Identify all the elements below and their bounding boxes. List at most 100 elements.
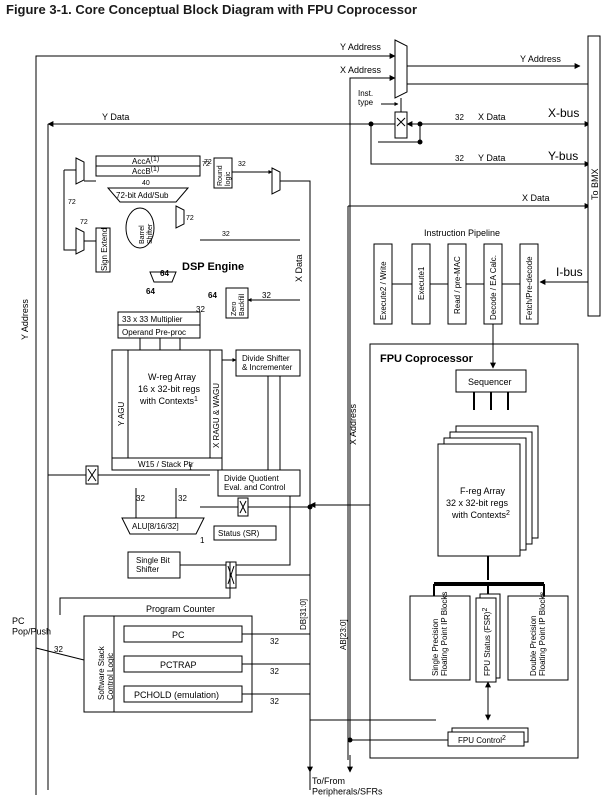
w32-pchold: 32 [270,697,279,706]
w72-left: 72 [68,199,76,206]
bmx-bar [587,35,601,317]
shifter-feedback [180,496,291,566]
alu-label: ALU[8/16/32] [132,522,179,531]
pc-reg-label: PC [172,630,185,640]
x-address-bus-vertical [349,75,396,740]
single-precision-block [409,595,471,681]
xdata-loop [378,124,421,143]
pipeline-stages: Execute2 / Write Execute1 Read / pre-MAC… [373,243,539,325]
dsp-output-mux [271,167,281,195]
w32-round: 32 [238,161,246,168]
fpu-status-label: FPU Status (FSR)2 [482,608,492,676]
w64-c: 64 [208,291,217,300]
db-transceiver [225,561,237,589]
multiplier-label: 33 x 33 Multiplier [122,315,183,324]
freg-title: F-reg Array [460,486,506,496]
divshift-wires [267,376,281,470]
stage-execute2-label: Execute2 / Write [379,261,388,320]
y-address-right-label: Y Address [520,54,561,64]
sign-extend-mux [75,227,85,255]
ybus-label: Y-bus [548,149,578,163]
pctrap-reg-label: PCTRAP [160,660,197,670]
acca-label: AccA(1) [132,156,159,166]
pc-to-db [242,633,310,695]
divide-shifter-block [235,349,301,377]
w32-alu-b: 32 [178,494,187,503]
barrel-shifter-label: BarrelShifter [139,223,154,244]
add-sub-label: 72-bit Add/Sub [116,191,169,200]
to-bmx-label: To BMX [590,168,600,200]
w72-round: 72 [202,161,210,168]
pc-top-wire [59,562,231,615]
w32-barrel: 32 [222,231,230,238]
divide-quotient-block [217,469,301,497]
xragu-label: X RAGU & WAGU [212,383,221,448]
x-address-top-label: X Address [340,65,382,75]
xdata-transceiver [394,111,408,139]
w40-label: 40 [142,180,150,187]
pipeline-title: Instruction Pipeline [424,228,500,238]
yagu-label: Y AGU [117,401,126,426]
w72-barrel: 72 [186,215,194,222]
w64-b: 64 [146,287,155,296]
stack-control-label: Software StackControl Logic [97,645,115,700]
single-bit-shifter-block [127,551,181,579]
y-address-vertical-label: Y Address [20,299,30,340]
address-mux [394,39,408,99]
status-sr-block [213,525,277,541]
sequencer-label: Sequencer [468,377,512,387]
divide-shifter-label: Divide Shifter& Incrementer [242,354,293,372]
wreg-title: W-reg Array [148,372,196,382]
alu-inputs [135,488,177,518]
accb-label: AccB(1) [132,166,159,176]
dsp-title: DSP Engine [182,261,244,273]
w64-a: 64 [160,269,169,278]
stage-execute1-label: Execute1 [417,266,426,300]
w32-zero: 32 [262,291,271,300]
x-data-vertical-label: X Data [294,254,304,282]
db-label: DB[31:0] [299,599,308,630]
dsp-engine: AccA(1) AccB(1) 72-bit Add/Sub 40 Roundl… [63,155,311,790]
operand-label: Operand Pre-proc [122,328,186,337]
y-address-bus-left [35,53,396,795]
w32-pctrap: 32 [270,667,279,676]
alu-transceiver [237,497,249,517]
w1-a: 1 [188,463,193,472]
ydata-width: 32 [455,154,464,163]
acc-mux [75,157,85,185]
sign-extend-label: Sign Extend [100,228,109,271]
round-logic-label: Roundlogic [217,165,232,186]
w1-b: 1 [200,536,205,545]
ibus-label: I-bus [556,265,583,279]
inst-type-label: Inst.type [358,89,374,107]
fpu-control-block [447,731,525,747]
x-data-top-label: X Data [478,112,506,122]
pchold-reg-label: PCHOLD (emulation) [134,690,219,700]
ydata-transceiver [85,465,99,485]
round-logic-block [213,157,233,189]
w32-stack: 32 [54,645,63,654]
double-precision-label: Double PrecisionFloating Point IP Blocks [529,592,547,676]
stage-read-label: Read / pre-MAC [453,256,462,314]
w72-acc: 72 [204,159,212,166]
pc-title: Program Counter [146,604,215,614]
w32-mult: 32 [196,305,205,314]
x-address-vertical-label: X Address [348,403,358,445]
single-precision-label: Single PrecisionFloating Point IP Blocks [431,592,449,676]
w32-alu-a: 32 [136,494,145,503]
w72-sign: 72 [80,219,88,226]
figure-title: Figure 3-1. Core Conceptual Block Diagra… [6,2,418,17]
wreg-array: W-reg Array 16 x 32-bit regs with Contex… [111,349,223,471]
freg-line2: 32 x 32-bit regs [446,498,509,508]
ab-label: AB[23:0] [339,619,348,650]
zero-backfill-block [225,287,249,319]
wreg-line2: 16 x 32-bit regs [138,384,201,394]
y-data-mid-label: Y Data [478,153,505,163]
mult-inputs [139,338,181,350]
pc-pop-push-line [35,647,85,661]
add-sub-block [106,187,190,203]
